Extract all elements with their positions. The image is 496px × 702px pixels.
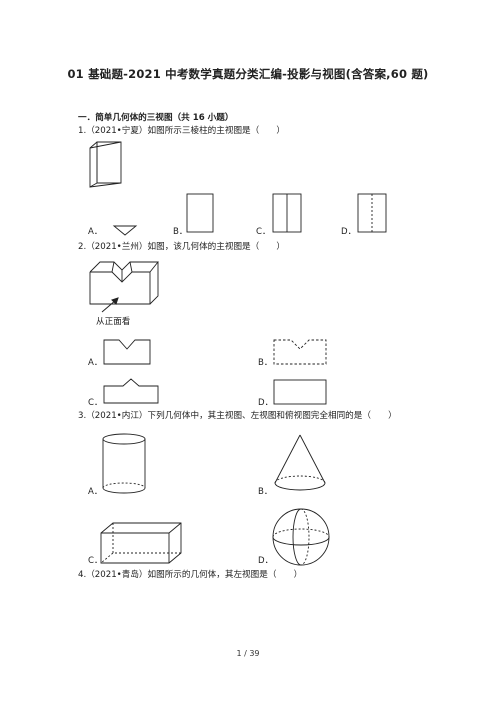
q2-option-d-label[interactable]: D．: [258, 398, 274, 408]
q1-option-a-label[interactable]: A．: [88, 227, 103, 237]
question-1-stem: 1.（2021•宁夏）如图所示三棱柱的主视图是（ ）: [78, 126, 286, 136]
q2-option-b-figure: [273, 339, 327, 365]
q2-option-a-label[interactable]: A．: [88, 358, 103, 368]
question-4-stem: 4.（2021•青岛）如图所示的几何体，其左视图是（ ）: [78, 570, 303, 580]
q3-cone-figure: [274, 434, 326, 491]
q3-option-d-label[interactable]: D．: [258, 556, 274, 566]
document-title: 01 基础题-2021 中考数学真题分类汇编-投影与视图(含答案,60 题): [67, 67, 429, 81]
q3-sphere-figure: [272, 508, 330, 566]
q1-option-c-label[interactable]: C．: [256, 227, 271, 237]
q3-cuboid-figure: [100, 522, 182, 564]
page-number: 1 / 39: [236, 649, 260, 658]
question-3-stem: 3.（2021•内江）下列几何体中，其主视图、左视图和俯视图完全相同的是（ ）: [78, 411, 397, 421]
q3-option-a-label[interactable]: A．: [88, 487, 103, 497]
q1-option-c-figure: [272, 193, 302, 233]
q2-option-c-figure: [103, 378, 159, 404]
q3-option-c-label[interactable]: C．: [88, 556, 103, 566]
q1-option-a-figure: [112, 225, 138, 236]
q1-option-d-figure: [357, 193, 387, 233]
q1-option-b-figure: [186, 193, 214, 233]
q2-option-c-label[interactable]: C．: [88, 398, 103, 408]
section-heading: 一．简单几何体的三视图（共 16 小题）: [78, 113, 234, 123]
q3-option-b-label[interactable]: B．: [258, 487, 273, 497]
q2-option-b-label[interactable]: B．: [258, 358, 273, 368]
q1-triangular-prism-figure: [89, 141, 122, 188]
q2-option-a-figure: [103, 339, 151, 365]
q2-view-direction-caption: 从正面看: [96, 317, 131, 327]
q3-cylinder-figure: [102, 433, 146, 494]
q1-option-d-label[interactable]: D．: [341, 227, 357, 237]
q1-option-b-label[interactable]: B．: [173, 227, 188, 237]
question-2-stem: 2.（2021•兰州）如图，该几何体的主视图是（ ）: [78, 242, 286, 252]
q2-notched-block-figure: [89, 261, 159, 313]
q2-option-d-figure: [273, 379, 327, 405]
